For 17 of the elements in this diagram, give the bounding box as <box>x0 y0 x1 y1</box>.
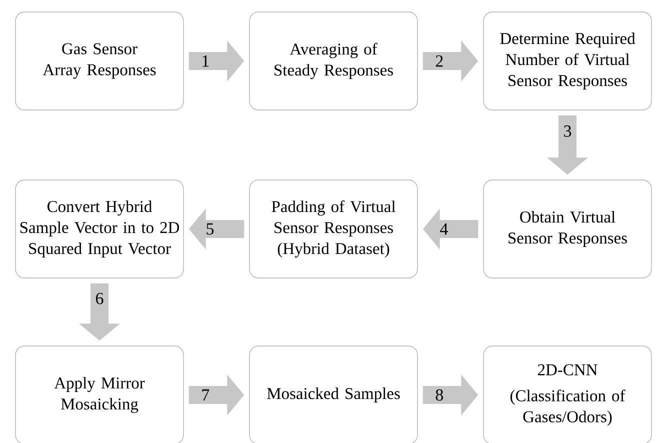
edge-label: 5 <box>206 223 214 235</box>
process-box: 2D-CNN (Classification of Gases/Odors) <box>483 346 652 443</box>
edge-label: 7 <box>202 389 210 401</box>
process-box: Obtain Virtual Sensor Responses <box>483 180 652 278</box>
edge-label: 6 <box>96 292 104 304</box>
edge-label: 4 <box>440 223 448 235</box>
process-box: Averaging of Steady Responses <box>249 12 418 110</box>
process-box: Gas Sensor Array Responses <box>15 12 184 110</box>
process-box: Determine Required Number of Virtual Sensor Responses <box>483 12 652 110</box>
process-box: Convert Hybrid Sample Vector in to 2D Squared Input Vector <box>15 180 184 278</box>
process-box: Mosaicked Samples <box>249 346 418 443</box>
edge-label: 8 <box>436 389 444 401</box>
edge-label: 2 <box>436 55 443 67</box>
process-box: Padding of Virtual Sensor Responses (Hybrid Dataset) <box>249 180 418 278</box>
edge-label: 1 <box>202 55 209 67</box>
process-box: Apply Mirror Mosaicking <box>15 346 184 443</box>
edge-label: 3 <box>564 125 572 137</box>
